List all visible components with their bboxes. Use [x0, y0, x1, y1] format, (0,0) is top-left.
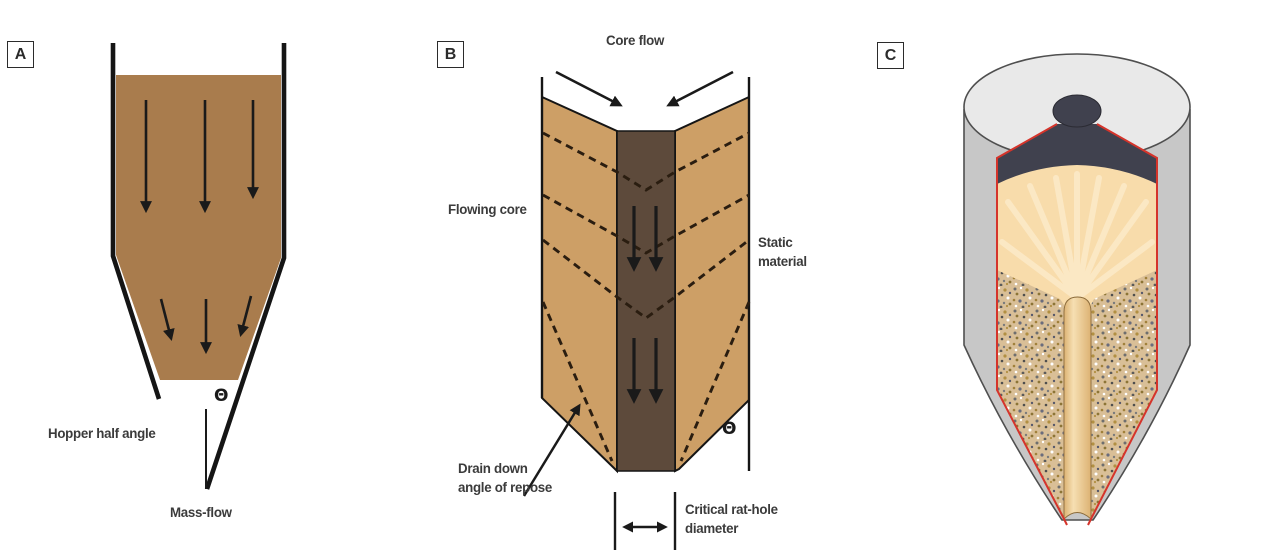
- flowing-core-channel: [616, 130, 676, 472]
- theta-symbol-b: Θ: [722, 419, 737, 439]
- critical-rathole-label: Critical rat-hole diameter: [685, 501, 778, 536]
- cutaway-red-outline: [996, 123, 1158, 526]
- panel-c-tag-letter: C: [884, 46, 897, 64]
- panel-c-tag: C: [877, 42, 904, 69]
- rathole-column: [1063, 296, 1092, 521]
- hopper-half-angle-label: Hopper half angle: [48, 425, 156, 441]
- core-flow-top-arrows: [555, 70, 734, 107]
- rathole-diameter-measure: [613, 492, 677, 550]
- mass-flow-arrows: [140, 100, 259, 355]
- mass-flow-label: Mass-flow: [170, 504, 232, 520]
- panel-b-tag: B: [437, 41, 464, 68]
- core-flow-label: Core flow: [606, 32, 665, 48]
- hopper-left-wall: [110, 43, 162, 400]
- panel-b-hopper: [522, 70, 751, 550]
- top-cap-knob: [1052, 94, 1102, 128]
- granular-material-right: [1091, 270, 1157, 516]
- panel-a-tag: A: [7, 41, 34, 68]
- hopper-right-wall: [204, 43, 287, 490]
- top-cap-dark-funnel: [997, 124, 1157, 184]
- panel-a-hopper: [110, 43, 287, 490]
- theta-symbol-a: Θ: [214, 386, 229, 406]
- panel-c-silo: [963, 53, 1191, 526]
- flowing-core-label: Flowing core: [448, 201, 527, 217]
- drawdown-dashed-layers: [541, 131, 751, 462]
- static-material-right: [674, 95, 750, 473]
- hopper-material-fill: [116, 75, 281, 380]
- drain-down-label: Drain down angle of repose: [458, 460, 553, 495]
- static-material-label: Static material: [758, 234, 807, 269]
- panel-b-tag-letter: B: [444, 45, 457, 63]
- granular-material-left: [997, 270, 1064, 516]
- panel-a-tag-letter: A: [14, 45, 27, 63]
- flow-streaks: [999, 171, 1155, 301]
- drain-down-pointer-arrow: [522, 403, 581, 497]
- core-channel-arrows: [626, 206, 664, 404]
